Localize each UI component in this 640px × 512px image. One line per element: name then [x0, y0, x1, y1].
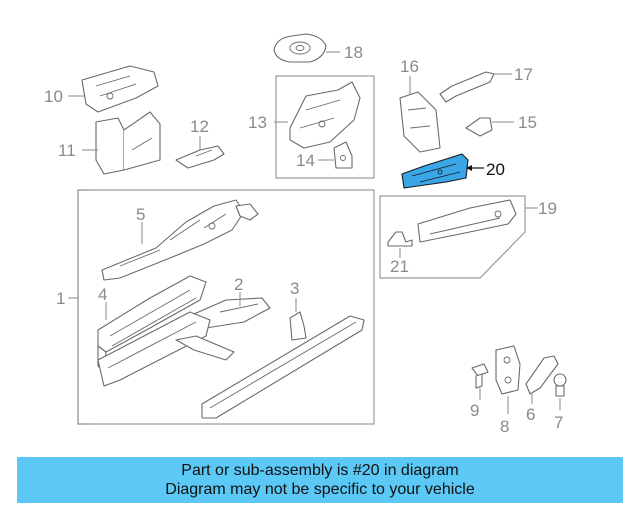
part-17-brace[interactable] — [439, 71, 495, 103]
callout-20: 20 — [486, 160, 505, 179]
part-1-rocker[interactable] — [201, 315, 365, 419]
part-21-clip[interactable] — [387, 231, 413, 247]
part-3-plate[interactable] — [289, 311, 307, 341]
part-5-rail[interactable] — [101, 199, 259, 281]
callout-13: 13 — [248, 113, 267, 132]
part-15-bracket[interactable] — [465, 117, 493, 137]
part-6-brace[interactable] — [525, 355, 559, 395]
part-20-highlighted[interactable] — [401, 153, 469, 189]
parts-diagram: 18 10 11 12 13 14 16 — [44, 33, 567, 436]
callout-17: 17 — [514, 65, 533, 84]
banner-line-2: Diagram may not be specific to your vehi… — [165, 481, 475, 498]
banner-line-1: Part or sub-assembly is #20 in diagram — [181, 462, 459, 479]
callout-6: 6 — [526, 405, 535, 424]
callout-11: 11 — [58, 141, 76, 160]
part-9-bolt[interactable] — [471, 363, 489, 389]
part-16-bracket[interactable] — [399, 91, 441, 153]
group-box-19 — [379, 195, 526, 279]
group-box-13 — [275, 75, 375, 179]
callout-5: 5 — [136, 205, 145, 224]
part-1-lower-rail[interactable] — [97, 311, 211, 387]
callout-12: 12 — [190, 117, 209, 136]
callout-16: 16 — [400, 57, 419, 76]
callout-21: 21 — [390, 257, 409, 276]
part-18-mount[interactable] — [273, 33, 327, 63]
callout-14: 14 — [296, 151, 315, 170]
callout-7: 7 — [554, 413, 563, 432]
group-bracket-1 — [77, 189, 90, 425]
callout-10: 10 — [44, 87, 63, 106]
callout-9: 9 — [470, 401, 479, 420]
part-1-small-bracket[interactable] — [175, 335, 235, 361]
callout-8: 8 — [500, 417, 509, 436]
callout-1: 1 — [56, 289, 65, 308]
group-box-1 — [77, 189, 375, 425]
callout-19: 19 — [538, 199, 557, 218]
callout-2: 2 — [234, 275, 243, 294]
callout-4: 4 — [98, 285, 107, 304]
part-11-bracket[interactable] — [95, 111, 161, 175]
part-14-bracket[interactable] — [333, 141, 353, 169]
callout-15: 15 — [518, 113, 537, 132]
part-19-extension[interactable] — [417, 199, 517, 243]
info-banner: Part or sub-assembly is #20 in diagram D… — [17, 457, 623, 503]
part-10-bracket[interactable] — [81, 65, 159, 113]
callout-18: 18 — [344, 43, 363, 62]
part-7-bolt[interactable] — [553, 373, 567, 397]
callout-3: 3 — [290, 279, 299, 298]
part-13-reinforcement[interactable] — [289, 81, 361, 149]
part-8-plate[interactable] — [495, 345, 521, 395]
